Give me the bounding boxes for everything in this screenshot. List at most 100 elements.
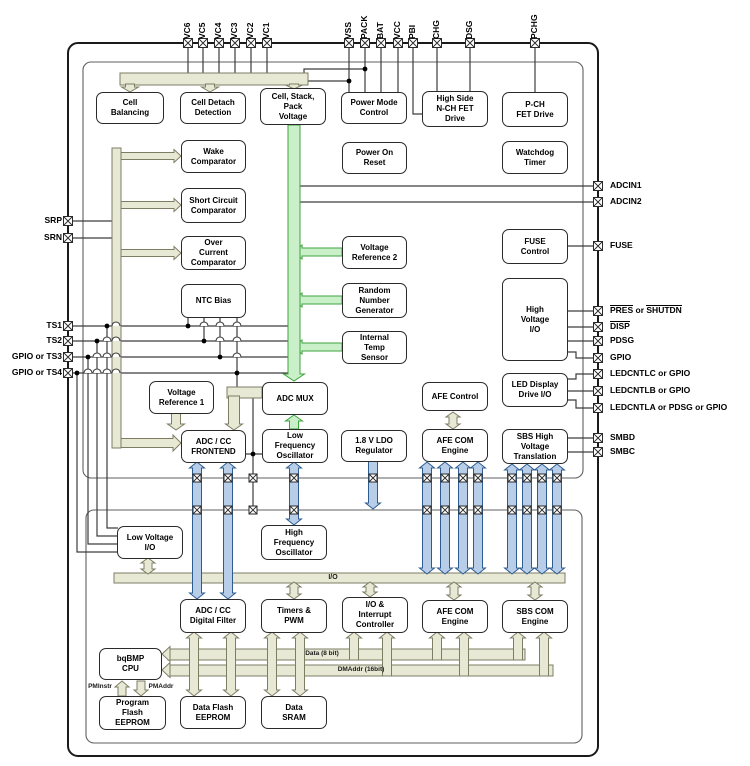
boundary-crossing-icon-x <box>458 505 468 515</box>
pin-gpio-ts4-icon-x <box>63 368 73 378</box>
block-io-interrupt-controller: I/O & Interrupt Controller <box>342 597 408 633</box>
wire-hop <box>111 336 121 342</box>
boundary-crossing-icon-x <box>507 473 517 483</box>
junction-dot <box>74 370 80 376</box>
wire-hop <box>111 352 121 358</box>
pminstr-arrow <box>113 680 131 697</box>
junction-dot <box>217 354 223 360</box>
boundary-crossing-icon-x <box>473 505 483 515</box>
bus-sbshvt-3 <box>533 463 551 575</box>
pin-label-ledcntlc: LEDCNTLC or GPIO <box>610 368 750 379</box>
boundary-crossing-icon-x <box>289 505 299 515</box>
pin-label-pack: PACK <box>359 15 369 39</box>
riser-timers-sram-1 <box>263 631 281 697</box>
wire-hop <box>83 368 93 374</box>
block-high-voltage-io: High Voltage I/O <box>502 278 568 361</box>
wire-ts2-lvio <box>96 341 118 537</box>
block-data-flash-eeprom: Data Flash EEPROM <box>180 696 246 729</box>
wire-hop <box>102 368 112 374</box>
wire-ledcntlc <box>567 373 594 380</box>
boundary-crossing-icon-x <box>507 505 517 515</box>
wire-ledcntla <box>567 399 594 409</box>
pin-fuse-icon-x <box>593 241 603 251</box>
bus-sbshvt-4 <box>548 463 566 575</box>
pin-vc1-icon-x <box>262 38 272 48</box>
pin-vc2-icon-x <box>246 38 256 48</box>
analog-region-outline <box>82 61 584 479</box>
block-voltage-reference-1: Voltage Reference 1 <box>149 381 214 414</box>
boundary-crossing-icon-x <box>192 505 202 515</box>
wire-ts3-lvio <box>87 357 118 545</box>
block-fuse-control: FUSE Control <box>502 229 568 264</box>
riser-ioint-dmaddr <box>378 631 396 677</box>
chip-outline <box>67 42 599 757</box>
pin-ts2-icon-x <box>63 336 73 346</box>
junction-dot <box>362 66 368 72</box>
pin-label-srp: SRP <box>44 215 62 225</box>
block-random-number-generator: Random Number Generator <box>342 283 407 318</box>
block-ntc-bias: NTC Bias <box>181 284 246 318</box>
pin-label-pbi: PBI <box>407 24 417 39</box>
stub-cell-stack <box>285 83 303 90</box>
stub-cell-balancing <box>119 83 141 93</box>
block-cell-stack-pack-voltage: Cell, Stack, Pack Voltage <box>260 88 326 125</box>
pin-label-gpio-ts4: GPIO or TS4 <box>11 367 62 377</box>
pin-label-segment: LEDCNTLC or GPIO <box>610 368 691 378</box>
pin-disp-icon-x <box>593 322 603 332</box>
bus-afecom-4 <box>469 461 487 575</box>
pminstr-label: PMInstr <box>88 683 112 690</box>
pin-label-adcin1: ADCIN1 <box>610 180 750 191</box>
pin-ts1-icon-x <box>63 321 73 331</box>
pin-vc4-icon-x <box>214 38 224 48</box>
pin-label-segment: SMBC <box>610 446 636 456</box>
block-high-frequency-oscillator: High Frequency Oscillator <box>261 525 327 560</box>
bus-sbshvt-2 <box>518 463 536 575</box>
pin-label-segment: FUSE <box>610 240 633 250</box>
boundary-crossing-icon-x <box>223 473 233 483</box>
pin-label-ts2: TS2 <box>46 335 62 345</box>
block-data-sram: Data SRAM <box>261 696 327 729</box>
pin-chg-icon-x <box>432 38 442 48</box>
bus-afecom-1 <box>418 461 436 575</box>
pin-label-adcin2: ADCIN2 <box>610 196 750 207</box>
block-adc-cc-frontend: ADC / CC FRONTEND <box>181 430 246 463</box>
block-bqbmp-cpu: bqBMP CPU <box>99 648 162 680</box>
junction-dot <box>234 370 240 376</box>
pin-dsg-icon-x <box>465 38 475 48</box>
data-bus-cpu-arrowhead <box>161 645 171 663</box>
pin-label-pres-shutdn: PRES or SHUTDN <box>610 305 750 316</box>
pin-pbi-icon-x <box>408 38 418 48</box>
junction-dot <box>201 338 207 344</box>
pin-label-segment: DISP <box>610 321 630 331</box>
pin-vcc-icon-x <box>393 38 403 48</box>
pin-label-segment: SMBD <box>610 432 636 442</box>
pin-srn-icon-x <box>63 233 73 243</box>
pin-gpio-icon-x <box>593 353 603 363</box>
pin-vc6-icon-x <box>183 38 193 48</box>
block-wake-comparator: Wake Comparator <box>181 140 246 173</box>
pin-label-smbd: SMBD <box>610 432 750 443</box>
boundary-crossing-icon-x <box>552 505 562 515</box>
wire-hop <box>92 368 102 374</box>
pin-label-segment: PDSG <box>610 335 635 345</box>
pin-ledcntlb-icon-x <box>593 386 603 396</box>
pin-label-ts1: TS1 <box>46 320 62 330</box>
cell-voltage-to-adcmux <box>281 124 307 382</box>
wire-hop <box>215 336 225 342</box>
pin-label-gpio-ts3: GPIO or TS3 <box>11 351 62 361</box>
boundary-crossing-icon-x <box>440 473 450 483</box>
pin-label-vcc: VCC <box>392 21 402 39</box>
pin-smbc-icon-x <box>593 447 603 457</box>
block-pch-fet-drive: P-CH FET Drive <box>502 92 568 127</box>
afe-control-to-afe-com <box>444 411 462 430</box>
pin-pdsg-icon-x <box>593 336 603 346</box>
pmaddr-label: PMAddr <box>148 683 174 690</box>
bus-lfo-hfo <box>285 461 303 526</box>
pin-pres-shutdn-icon-x <box>593 306 603 316</box>
pin-label-pchg: PCHG <box>529 14 539 39</box>
bus-to-short-circuit <box>120 197 182 213</box>
block-led-display-drive-io: LED Display Drive I/O <box>502 373 568 407</box>
pin-label-bat: BAT <box>375 22 385 39</box>
block-power-on-reset: Power On Reset <box>342 142 407 174</box>
